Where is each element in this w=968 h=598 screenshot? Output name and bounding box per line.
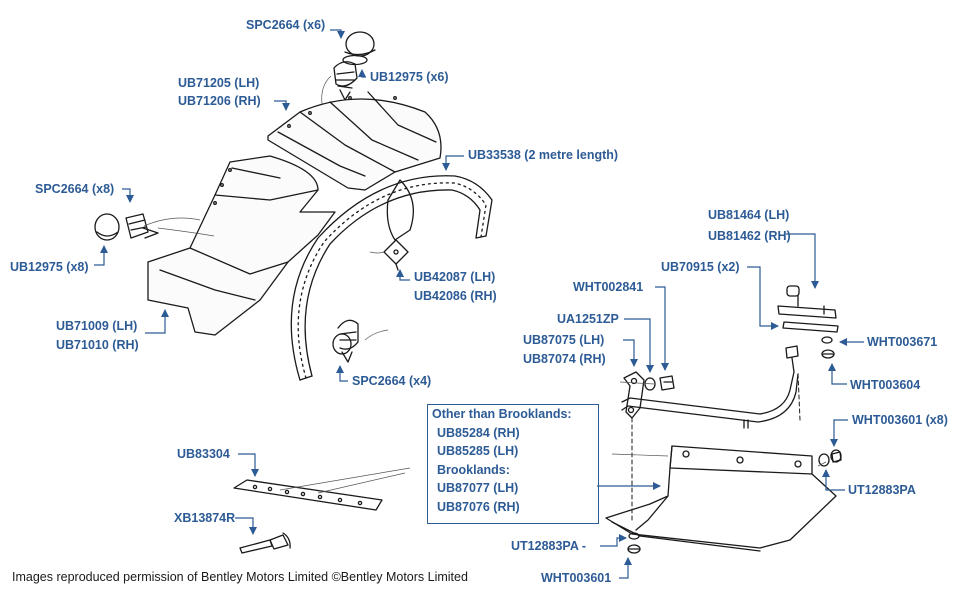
label-ub71009-lh: UB71009 (LH) xyxy=(56,319,138,333)
callout-box-undertray: Other than Brooklands: UB85284 (RH) UB85… xyxy=(427,404,599,524)
grommet-ub12975-top xyxy=(334,62,357,100)
bracket-ub81464 xyxy=(778,286,838,332)
label-ub12975-x6: UB12975 (x6) xyxy=(370,70,449,84)
bolt-wht002841 xyxy=(645,376,674,390)
label-ub81464-lh: UB81464 (LH) xyxy=(708,208,790,222)
support-rod xyxy=(622,372,798,428)
fixings-bottom xyxy=(628,533,640,553)
seal-strip-ub83304 xyxy=(234,480,382,510)
callout-part-ub87077: UB87077 (LH) xyxy=(437,481,519,495)
label-spc2664-x8: SPC2664 (x8) xyxy=(35,182,115,196)
label-ut12883pa-bottom: UT12883PA - xyxy=(511,539,587,553)
label-wht003601-x8: WHT003601 (x8) xyxy=(852,413,948,427)
label-ut12883pa-right: UT12883PA xyxy=(848,483,916,497)
wheel-arch-beading xyxy=(291,176,492,380)
undertray-panel xyxy=(606,446,836,551)
nut-bracket xyxy=(786,346,798,372)
inner-wheel-arch-upper xyxy=(268,92,441,240)
callout-heading-other: Other than Brooklands: xyxy=(432,407,572,421)
label-ub71010-rh: UB71010 (RH) xyxy=(56,338,139,352)
callout-part-ub87076: UB87076 (RH) xyxy=(437,499,520,514)
washer-wht003671 xyxy=(822,337,834,358)
label-wht003671: WHT003671 xyxy=(867,335,938,349)
label-wht003604: WHT003604 xyxy=(850,378,921,392)
copyright-credit: Images reproduced permission of Bentley … xyxy=(12,570,468,584)
label-ub81462-rh: UB81462 (RH) xyxy=(708,229,791,243)
label-ub87075-lh: UB87075 (LH) xyxy=(523,333,605,347)
inner-wheel-arch-lower xyxy=(148,156,335,335)
label-ub42086-rh: UB42086 (RH) xyxy=(414,289,497,303)
fixings-right xyxy=(819,450,841,466)
grommet-ub12975-left xyxy=(126,214,158,238)
label-ub12975-x8: UB12975 (x8) xyxy=(10,260,89,274)
label-wht003601-bottom: WHT003601 xyxy=(541,571,612,585)
label-ub83304: UB83304 xyxy=(177,447,230,461)
rivet-xb13874r xyxy=(240,533,290,553)
label-spc2664-x4: SPC2664 (x4) xyxy=(352,374,432,388)
callout-heading-brooklands: Brooklands: xyxy=(437,462,510,477)
leader-lines xyxy=(94,29,864,579)
label-ub87074-rh: UB87074 (RH) xyxy=(523,352,606,366)
label-spc2664-x6: SPC2664 (x6) xyxy=(246,18,326,32)
bracket-ub87075 xyxy=(624,372,644,418)
seal-plate-ub42087 xyxy=(384,240,408,270)
label-ub33538: UB33538 (2 metre length) xyxy=(468,148,619,162)
label-ub71205-lh: UB71205 (LH) xyxy=(178,76,260,90)
callout-part-ub85285: UB85285 (LH) xyxy=(437,444,519,458)
cap-spc2664-x4 xyxy=(333,320,358,362)
label-ub71206-rh: UB71206 (RH) xyxy=(178,94,261,108)
callout-part-ub85284: UB85284 (RH) xyxy=(437,425,520,440)
label-ua1251zp: UA1251ZP xyxy=(557,312,619,326)
label-wht002841: WHT002841 xyxy=(573,280,644,294)
label-ub42087-lh: UB42087 (LH) xyxy=(414,270,496,284)
label-xb13874r: XB13874R xyxy=(174,511,236,525)
cap-spc2664-top xyxy=(343,32,375,65)
cap-spc2664-left xyxy=(95,214,119,240)
label-ub70915-x2: UB70915 (x2) xyxy=(661,260,740,274)
